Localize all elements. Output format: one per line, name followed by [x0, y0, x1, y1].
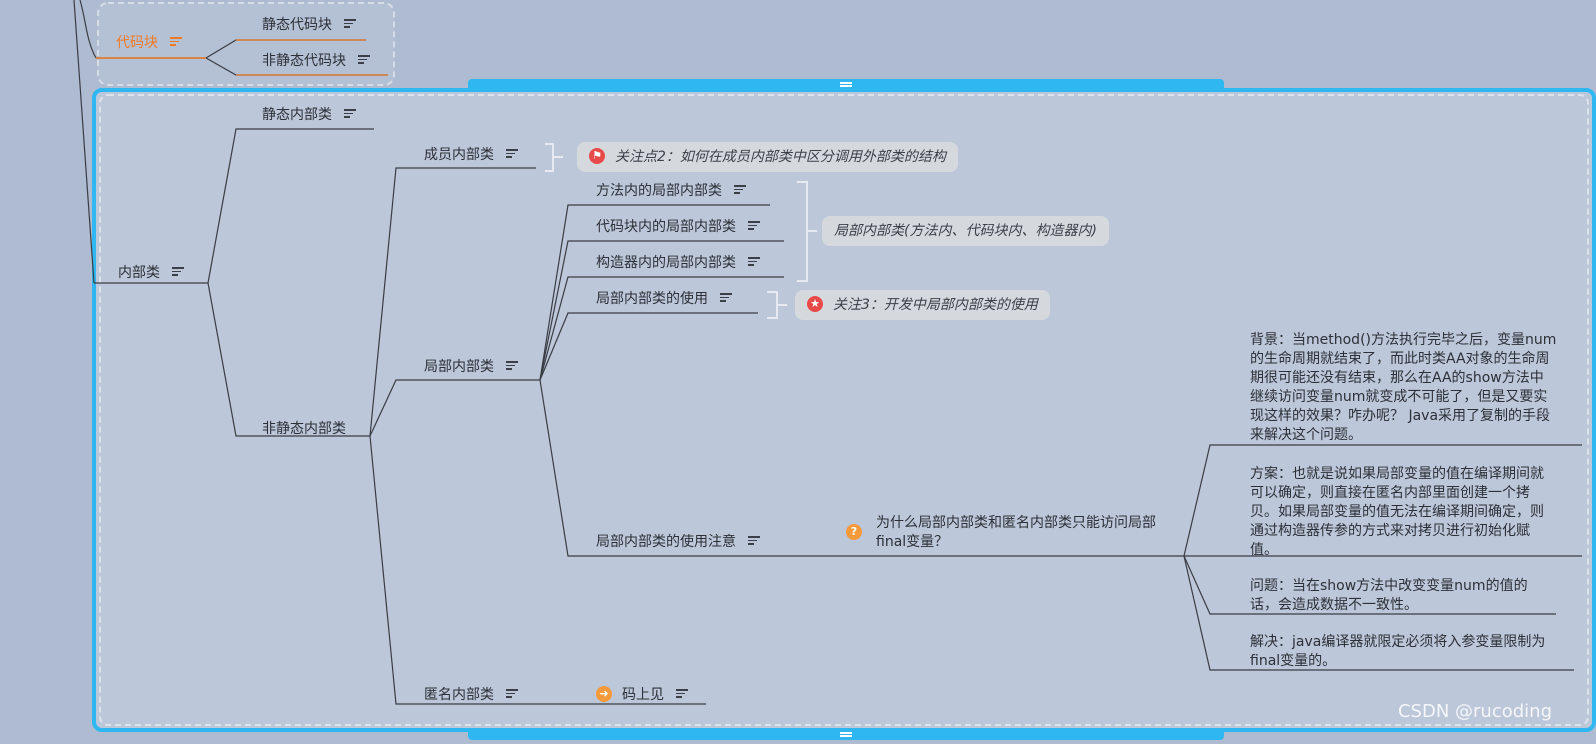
notes-icon[interactable]: [506, 689, 518, 699]
node-label: 静态代码块: [262, 17, 332, 33]
node-member-inner-class[interactable]: 成员内部类: [424, 146, 518, 164]
notes-icon[interactable]: [748, 257, 760, 267]
question-line-2: final变量？: [876, 534, 949, 550]
text-line: 方案：也就是说如果局部变量的值在编译期间就: [1250, 466, 1544, 482]
text-line: 值。: [1250, 542, 1278, 558]
text-line: 继续访问变量num就变成不可能了，但是又要实: [1250, 389, 1548, 405]
notes-icon[interactable]: [358, 55, 370, 65]
text-line: 可以确定，则直接在匿名内部里面创建一个拷: [1250, 485, 1530, 501]
text-line: 话，会造成数据不一致性。: [1250, 597, 1418, 613]
text-line: 来解决这个问题。: [1250, 427, 1362, 443]
flag-icon: ⚑: [589, 148, 605, 164]
node-label: 局部内部类的使用: [596, 291, 708, 307]
node-label: 静态内部类: [262, 107, 332, 123]
summary-focus3[interactable]: ★ 关注3：开发中局部内部类的使用: [795, 290, 1050, 320]
frame-top-handle[interactable]: [468, 79, 1224, 89]
node-static-inner-class[interactable]: 静态内部类: [262, 106, 356, 124]
text-line: 问题：当在show方法中改变变量num的值的: [1250, 578, 1528, 594]
node-local-inner-class[interactable]: 局部内部类: [424, 358, 518, 376]
node-see-code[interactable]: ➜ 码上见: [596, 686, 688, 704]
notes-icon[interactable]: [734, 185, 746, 195]
node-label: 局部内部类的使用注意: [596, 534, 736, 550]
node-nonstatic-code-block[interactable]: 非静态代码块: [262, 52, 370, 70]
text-line: 期很可能还没有结束，那么在AA的show方法中: [1250, 370, 1544, 386]
node-label: 非静态代码块: [262, 53, 346, 69]
node-anonymous-inner-class[interactable]: 匿名内部类: [424, 686, 518, 704]
text-line: 的生命周期就结束了，而此时类AA对象的生命周: [1250, 351, 1550, 367]
node-code-block[interactable]: 代码块: [116, 34, 182, 52]
question-line-1: 为什么局部内部类和匿名内部类只能访问局部: [876, 515, 1156, 531]
node-local-in-block[interactable]: 代码块内的局部内部类: [596, 218, 760, 236]
question-icon: ?: [846, 524, 862, 540]
notes-icon[interactable]: [748, 536, 760, 546]
summary-local-kinds[interactable]: 局部内部类(方法内、代码块内、构造器内): [822, 216, 1109, 246]
text-line: 解决：java编译器就限定必须将入参变量限制为: [1250, 634, 1546, 650]
notes-icon[interactable]: [748, 221, 760, 231]
node-local-in-method[interactable]: 方法内的局部内部类: [596, 182, 746, 200]
notes-icon[interactable]: [172, 267, 184, 277]
node-static-code-block[interactable]: 静态代码块: [262, 16, 356, 34]
node-label: 方法内的局部内部类: [596, 183, 722, 199]
notes-icon[interactable]: [506, 149, 518, 159]
node-label: 代码块: [116, 35, 158, 51]
summary-label: 局部内部类(方法内、代码块内、构造器内): [834, 223, 1097, 239]
node-label: 成员内部类: [424, 147, 494, 163]
summary-focus2[interactable]: ⚑ 关注点2：如何在成员内部类中区分调用外部类的结构: [577, 142, 958, 172]
node-label: 局部内部类: [424, 359, 494, 375]
text-line: final变量的。: [1250, 653, 1337, 669]
node-label: 代码块内的局部内部类: [596, 219, 736, 235]
node-label: 匿名内部类: [424, 687, 494, 703]
node-nonstatic-inner-class[interactable]: 非静态内部类: [262, 420, 346, 438]
watermark: CSDN @rucoding: [1397, 701, 1552, 722]
text-line: 背景：当method()方法执行完毕之后，变量num: [1250, 332, 1557, 348]
node-label: 码上见: [622, 687, 664, 703]
node-label: 内部类: [118, 265, 160, 281]
text-line: 贝。如果局部变量的值无法在编译期间确定，则: [1250, 504, 1544, 520]
notes-icon[interactable]: [344, 19, 356, 29]
summary-label: 关注点2：如何在成员内部类中区分调用外部类的结构: [615, 149, 946, 165]
notes-icon[interactable]: [506, 361, 518, 371]
node-label: 构造器内的局部内部类: [596, 255, 736, 271]
arrow-right-icon: ➜: [596, 686, 612, 702]
text-line: 现这样的效果？咋办呢？ Java采用了复制的手段: [1250, 408, 1551, 424]
node-inner-class[interactable]: 内部类: [118, 264, 184, 282]
frame-bottom-handle[interactable]: [468, 730, 1224, 740]
notes-icon[interactable]: [676, 689, 688, 699]
node-local-usage[interactable]: 局部内部类的使用: [596, 290, 732, 308]
notes-icon[interactable]: [344, 109, 356, 119]
node-label: 非静态内部类: [262, 421, 346, 437]
notes-icon[interactable]: [720, 293, 732, 303]
node-local-in-constructor[interactable]: 构造器内的局部内部类: [596, 254, 760, 272]
text-line: 通过构造器传参的方式来对拷贝进行初始化赋: [1250, 523, 1530, 539]
summary-label: 关注3：开发中局部内部类的使用: [833, 297, 1038, 313]
node-local-usage-notes[interactable]: 局部内部类的使用注意: [596, 533, 760, 551]
star-icon: ★: [807, 296, 823, 312]
notes-icon[interactable]: [170, 37, 182, 47]
